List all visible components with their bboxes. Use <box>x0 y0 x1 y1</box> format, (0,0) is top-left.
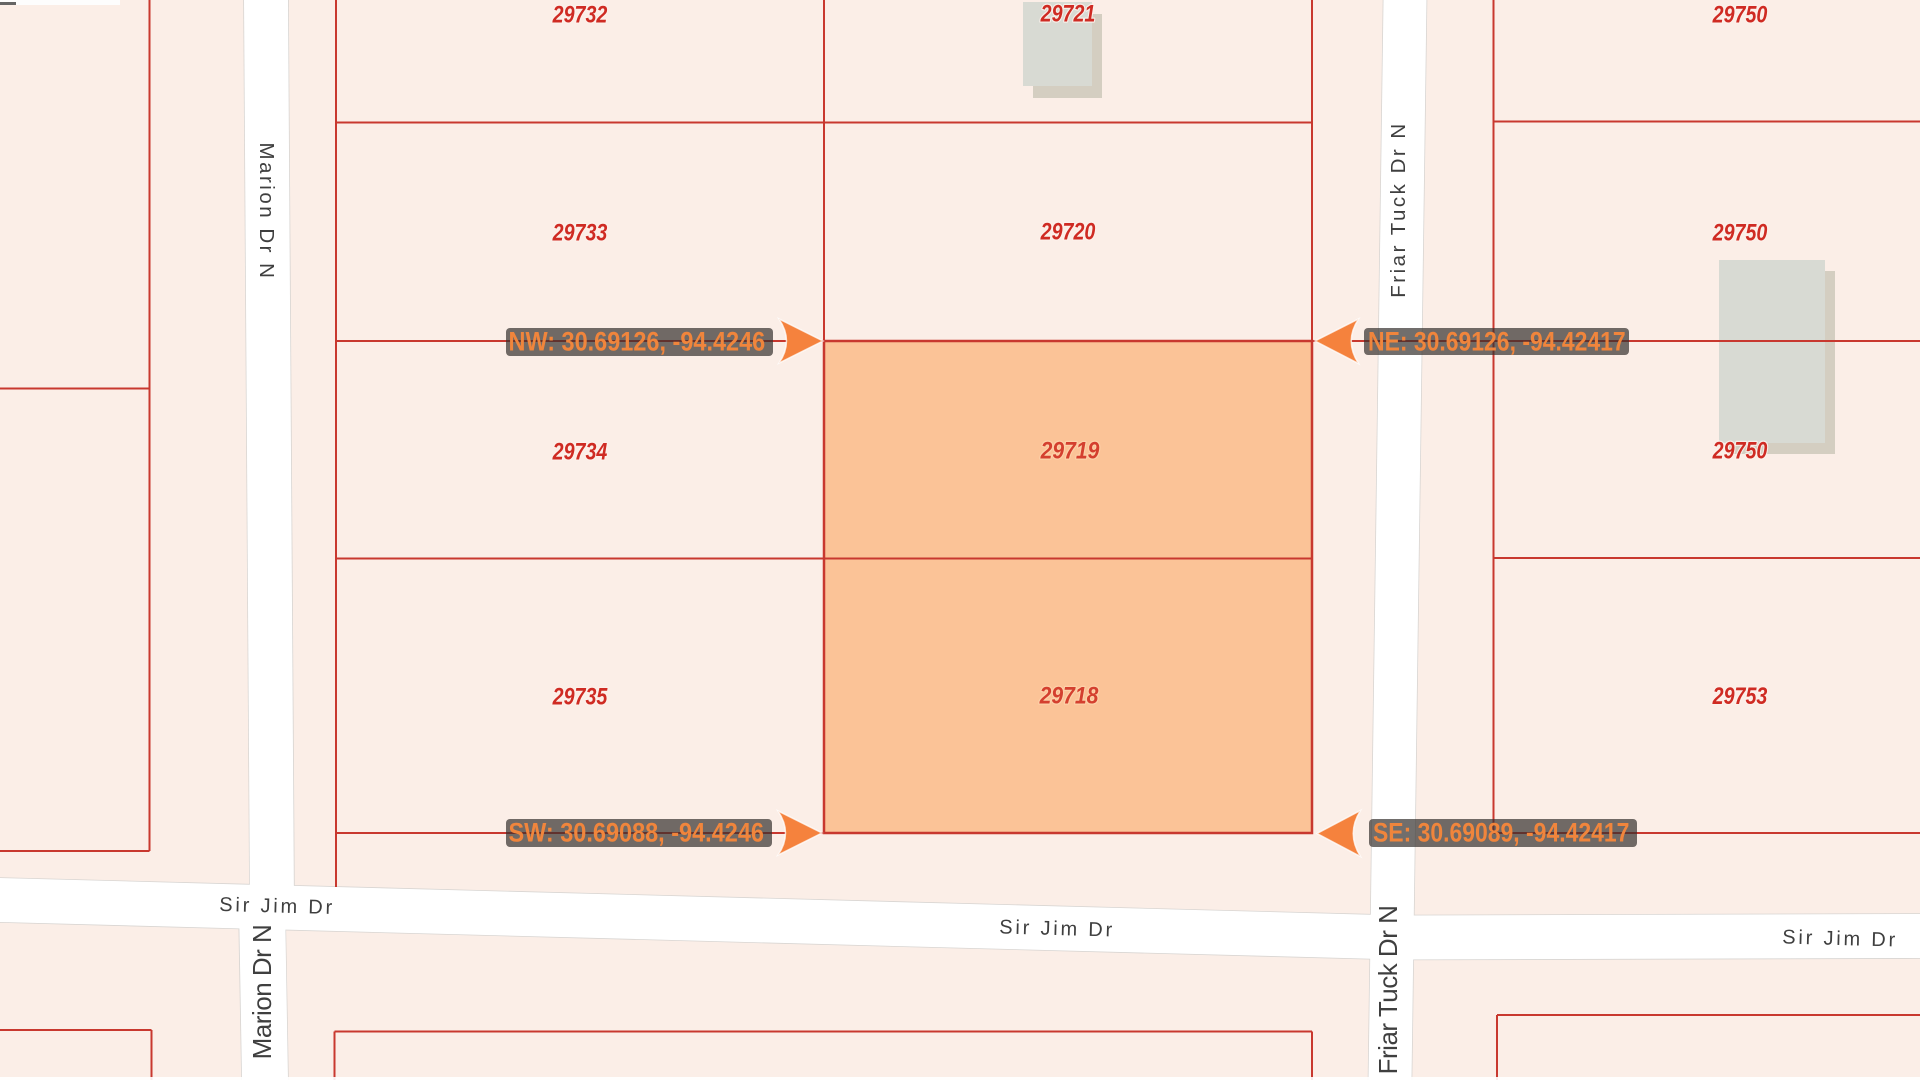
svg-text:NE: 30.69126, -94.42417: NE: 30.69126, -94.42417 <box>1368 327 1626 357</box>
svg-text:29733: 29733 <box>552 219 608 246</box>
svg-text:SW: 30.69088, -94.4246: SW: 30.69088, -94.4246 <box>509 818 764 848</box>
svg-text:29721: 29721 <box>1040 0 1096 27</box>
svg-text:29718: 29718 <box>1039 682 1099 709</box>
svg-text:29719: 29719 <box>1040 437 1100 464</box>
svg-text:29734: 29734 <box>552 438 608 465</box>
svg-text:29750: 29750 <box>1712 437 1768 464</box>
svg-text:Sir Jim Dr: Sir Jim Dr <box>219 894 335 919</box>
svg-text:29735: 29735 <box>552 683 608 710</box>
svg-text:Sir Jim Dr: Sir Jim Dr <box>999 916 1115 941</box>
svg-text:Marion Dr N: Marion Dr N <box>255 143 278 281</box>
svg-text:SE: 30.69089, -94.42417: SE: 30.69089, -94.42417 <box>1373 818 1629 848</box>
svg-text:Friar Tuck Dr N: Friar Tuck Dr N <box>1373 906 1403 1075</box>
svg-text:Marion Dr N: Marion Dr N <box>247 925 277 1060</box>
svg-text:29750: 29750 <box>1712 1 1768 28</box>
svg-text:29720: 29720 <box>1040 218 1096 245</box>
svg-text:Sir Jim Dr: Sir Jim Dr <box>1782 926 1898 951</box>
svg-text:29753: 29753 <box>1712 682 1768 709</box>
svg-text:29732: 29732 <box>552 1 608 28</box>
svg-text:NW: 30.69126, -94.4246: NW: 30.69126, -94.4246 <box>509 327 766 357</box>
svg-text:29750: 29750 <box>1712 219 1768 246</box>
svg-text:Friar Tuck Dr N: Friar Tuck Dr N <box>1387 121 1410 297</box>
